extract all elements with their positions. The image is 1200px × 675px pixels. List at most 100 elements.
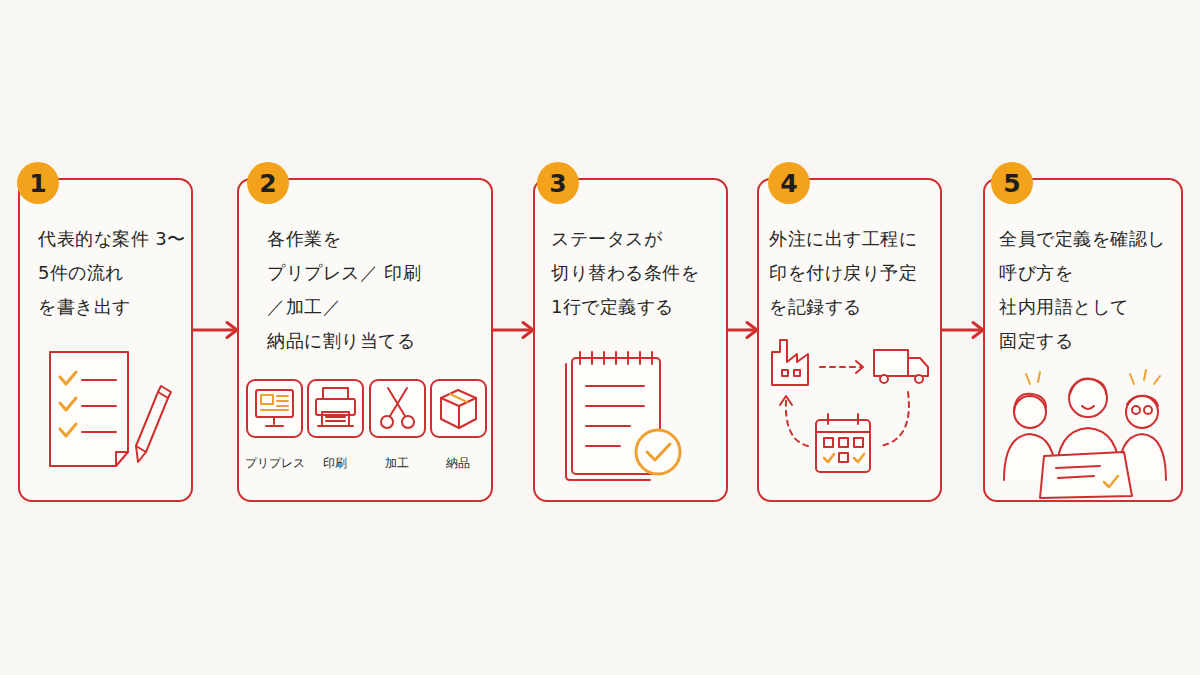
step-box: 各作業を プリプレス／ 印刷／加工／ 納品に割り当てる2 (237, 178, 493, 502)
checklist-illustration-part-part (60, 398, 76, 410)
task-icons-part (308, 380, 363, 437)
task-icons-part (402, 416, 414, 428)
arrow-head (747, 323, 757, 338)
arrow-line (728, 329, 757, 332)
checklist-illustration-part (158, 386, 171, 398)
notebook-illustration-part (566, 364, 650, 480)
checklist-illustration-part-part (60, 424, 76, 436)
outsourcing-illustration-part (816, 414, 870, 432)
team-illustration-part (1104, 476, 1118, 487)
step-number: 1 (17, 162, 59, 204)
arrow-head (973, 323, 983, 338)
step-text: 全員で定義を確認し 呼び方を 社内用語として 固定する (999, 222, 1175, 358)
notebook-illustration-part (580, 352, 652, 364)
team-illustration-part (1126, 396, 1158, 428)
task-icons-part (256, 390, 293, 417)
flow-arrow (942, 323, 983, 338)
arrow-line (193, 329, 237, 332)
task-icons-part (261, 396, 288, 410)
outsourcing-illustration-part (786, 400, 808, 446)
flow-arrow (193, 323, 237, 338)
checklist-illustration-part (116, 452, 128, 466)
checklist-illustration-part (50, 352, 128, 466)
outsourcing-illustration-part (794, 370, 800, 376)
arrow-line (942, 329, 983, 332)
task-icons-part (247, 380, 302, 437)
checklist-illustration (50, 352, 171, 466)
task-icons-part (450, 394, 467, 402)
outsourcing-illustration-part (874, 350, 908, 376)
step-text: 各作業を プリプレス／ 印刷／加工／ 納品に割り当てる (267, 222, 423, 358)
outsourcing-illustration-part (820, 366, 862, 368)
step-number: 2 (247, 162, 289, 204)
checklist-illustration-part (136, 392, 168, 452)
task-icons-part (326, 417, 345, 421)
team-illustration-part (1127, 396, 1158, 406)
step-box: 外注に出す工程に 印を付け戻り予定 を記録する4 (757, 178, 942, 502)
team-illustration-part (1132, 406, 1140, 414)
task-icons-part (261, 395, 273, 404)
outsourcing-illustration-part (816, 420, 870, 472)
team-illustration-part (1144, 406, 1152, 414)
team-illustration-part (1026, 370, 1160, 384)
outsourcing-illustration (772, 340, 928, 472)
team-illustration-part (1069, 379, 1107, 417)
task-icons-part (322, 412, 349, 426)
notebook-illustration (566, 352, 680, 480)
step-box: ステータスが 切り替わる条件を 1行で定義する3 (533, 178, 728, 502)
arrow-line (493, 329, 533, 332)
step-text: 代表的な案件 3〜5件の流れ を書き出す (38, 222, 190, 324)
outsourcing-illustration-part (839, 453, 848, 462)
team-illustration-part (1056, 428, 1120, 478)
step-box: 全員で定義を確認し 呼び方を 社内用語として 固定する5 (983, 178, 1183, 502)
outsourcing-illustration-part (856, 361, 863, 373)
team-illustration-part (1118, 434, 1166, 480)
outsourcing-illustration-part (824, 454, 864, 462)
flow-arrow (493, 323, 533, 338)
icon-label: 加工 (385, 456, 409, 470)
checklist-illustration-part-part (60, 372, 76, 384)
task-icons-part (441, 390, 476, 406)
task-icons-part (323, 388, 348, 399)
outsourcing-illustration-part (915, 375, 923, 383)
arrow-head (227, 323, 237, 338)
task-icons (247, 380, 486, 437)
step-number: 5 (991, 162, 1033, 204)
number-text: 3 (549, 171, 566, 196)
number-text: 4 (780, 171, 797, 196)
icon-label: プリプレス (245, 456, 305, 470)
notebook-illustration-part (586, 386, 644, 446)
icon-label: 印刷 (323, 456, 347, 470)
task-icons-part (431, 380, 486, 437)
task-icons-part (318, 425, 353, 427)
team-illustration-part (1040, 452, 1132, 498)
checklist-illustration-part (82, 380, 116, 432)
flow-arrow (728, 323, 757, 338)
task-icons-part (266, 417, 283, 426)
team-illustration-part (1082, 406, 1094, 409)
icon-label: 納品 (446, 456, 470, 470)
team-illustration-part (1004, 434, 1056, 480)
team-illustration-part (1070, 379, 1106, 394)
step-text: ステータスが 切り替わる条件を 1行で定義する (551, 222, 719, 324)
outsourcing-illustration-part (908, 358, 928, 376)
notebook-illustration-part (572, 358, 660, 474)
checklist-illustration-part (136, 446, 146, 462)
team-illustration-part (1056, 466, 1100, 478)
arrow-head (523, 323, 533, 338)
task-icons-part (388, 388, 407, 416)
step-number: 4 (768, 162, 810, 204)
task-icons-part (370, 380, 425, 437)
notebook-illustration-part-part (580, 352, 652, 364)
outsourcing-illustration-part (839, 438, 848, 447)
outsourcing-illustration-part (782, 370, 788, 376)
step-number: 3 (537, 162, 579, 204)
notebook-illustration-part (647, 444, 670, 460)
outsourcing-illustration-part (880, 375, 888, 383)
number-text: 2 (259, 171, 276, 196)
outsourcing-illustration-part (824, 438, 833, 447)
checklist-illustration-part (60, 372, 76, 436)
task-icons-part (316, 399, 355, 415)
outsourcing-illustration-part (772, 340, 808, 385)
